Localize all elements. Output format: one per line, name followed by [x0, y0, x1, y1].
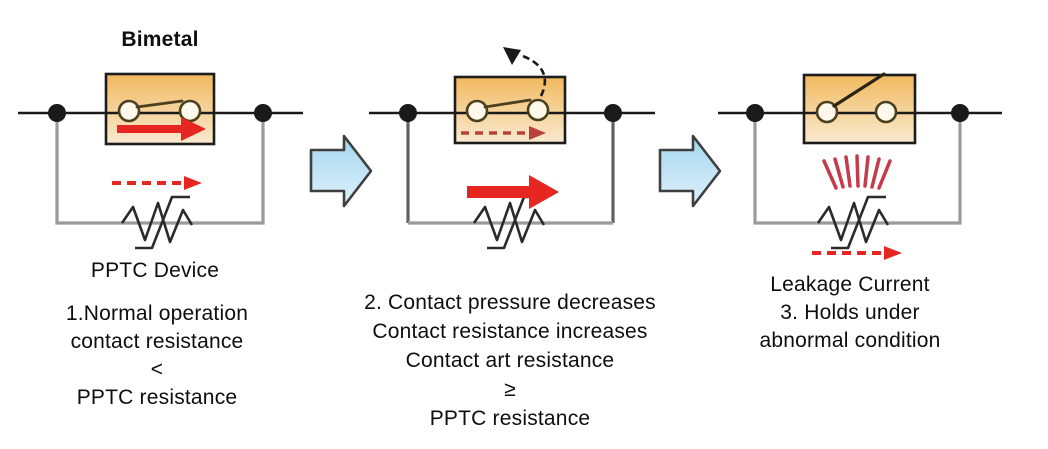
- switch-lever-closed: [135, 99, 184, 109]
- step1-line: contact resistance: [70, 330, 244, 353]
- contact-circle: [874, 100, 898, 124]
- step1-line: PPTC resistance: [76, 386, 238, 409]
- pptc-device-label: PPTC Device: [90, 259, 220, 282]
- step3-caption: Leakage Current 3. Holds under abnormal …: [715, 271, 985, 355]
- lever-lift-arrow-icon: [503, 47, 547, 97]
- node-dot: [746, 104, 764, 122]
- step1-line: 1.Normal operation: [65, 302, 249, 325]
- step2-caption: 2. Contact pressure decreases Contact re…: [325, 288, 695, 433]
- circuit-panel-tripping: [369, 47, 655, 250]
- bimetal-label: Bimetal: [121, 28, 199, 51]
- step2-line: PPTC resistance: [429, 407, 591, 430]
- switch-lever-open: [832, 72, 886, 108]
- circuit-panel-tripped: [718, 72, 1002, 260]
- pptc-branch-wire: [55, 113, 265, 225]
- step3-line: abnormal condition: [759, 329, 941, 352]
- current-arrow-icon: [117, 117, 206, 141]
- step2-line: Contact art resistance: [405, 349, 615, 372]
- step3-line: 3. Holds under: [780, 301, 920, 324]
- node-dot: [254, 104, 272, 122]
- heat-lines-icon: [822, 154, 892, 190]
- current-arrow-icon: [467, 175, 559, 209]
- leakage-current-arrow-icon: [812, 246, 902, 260]
- contact-circle: [815, 100, 839, 124]
- leakage-current-label: Leakage Current: [770, 273, 930, 296]
- contact-circle: [117, 99, 141, 123]
- contact-circle: [465, 99, 489, 123]
- step1-caption: 1.Normal operation contact resistance < …: [22, 300, 292, 412]
- flow-arrow-icon: [658, 134, 722, 208]
- node-dot: [951, 104, 969, 122]
- flow-arrow-icon: [309, 134, 373, 208]
- circuit-panel-normal: [18, 72, 303, 250]
- node-dot: [399, 104, 417, 122]
- contact-circle: [526, 98, 550, 122]
- switch-lever-closing: [483, 98, 532, 109]
- small-leakage-arrow-icon: [112, 176, 202, 190]
- step2-line: Contact resistance increases: [372, 320, 648, 343]
- step2-line: 2. Contact pressure decreases: [364, 291, 656, 314]
- node-dot: [604, 104, 622, 122]
- step1-line: <: [150, 358, 164, 381]
- node-dot: [48, 104, 66, 122]
- contact-circle: [178, 99, 202, 123]
- reduced-current-arrow-icon: [461, 126, 546, 140]
- step2-line: ≥: [504, 378, 516, 401]
